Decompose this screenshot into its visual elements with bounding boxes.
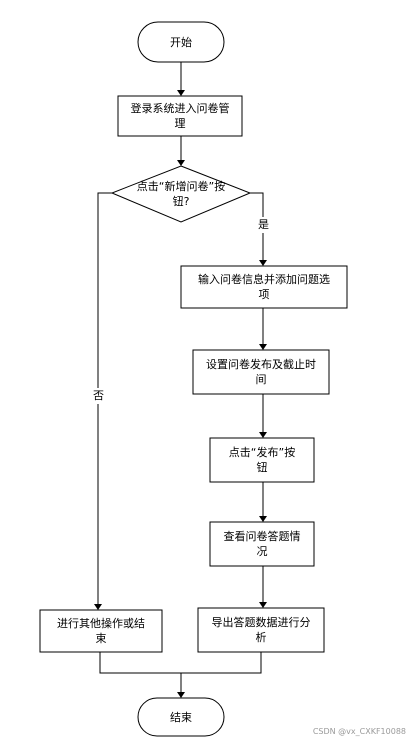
end-label: 结束 bbox=[170, 710, 192, 724]
input-process-box bbox=[180, 265, 348, 309]
start-label: 开始 bbox=[170, 35, 192, 49]
export-process-box bbox=[197, 607, 325, 653]
edge-label-no: 否 bbox=[91, 388, 106, 404]
edge-decision-no bbox=[97, 192, 112, 606]
login-label: 登录系统进入问卷管 理 bbox=[130, 102, 230, 130]
click-publish-process-box bbox=[209, 437, 315, 483]
watermark-text: CSDN @vx_CXKF10088 bbox=[312, 727, 406, 736]
view-process-box bbox=[209, 521, 315, 567]
input-label: 输入问卷信息并添加问题选 项 bbox=[198, 273, 330, 301]
decision-label: 点击“新增问卷”按 钮? bbox=[136, 180, 226, 208]
decision-diamond bbox=[110, 165, 252, 223]
login-process-box bbox=[117, 95, 243, 137]
edge-decision-yes bbox=[250, 192, 264, 262]
edge-label-yes: 是 bbox=[256, 217, 271, 233]
view-label: 查看问卷答题情 况 bbox=[223, 530, 301, 558]
edge-export-to-merge bbox=[181, 652, 262, 674]
click-publish-label: 点击“发布”按 钮 bbox=[228, 446, 296, 474]
other-process-box bbox=[39, 609, 163, 653]
other-label: 进行其他操作或结 束 bbox=[57, 617, 145, 645]
set-time-label: 设置问卷发布及截止时 间 bbox=[206, 358, 316, 386]
set-time-process-box bbox=[192, 349, 330, 395]
edge-other-to-merge bbox=[99, 652, 181, 674]
export-label: 导出答题数据进行分 析 bbox=[211, 616, 311, 644]
